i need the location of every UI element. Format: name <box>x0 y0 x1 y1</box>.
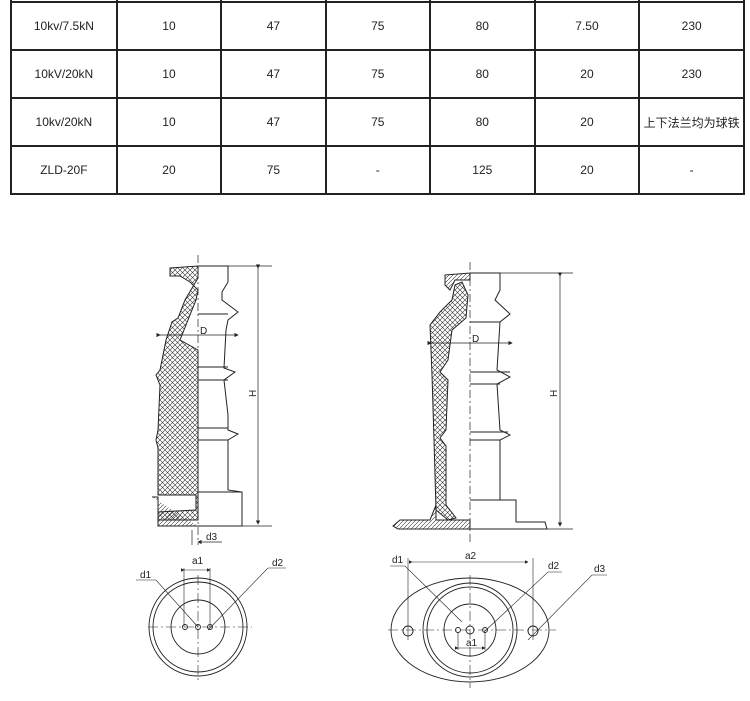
table-cell: - <box>638 145 745 195</box>
label-D-right: D <box>472 334 479 345</box>
table-cell: 230 <box>638 1 745 51</box>
table-cell: 47 <box>220 97 327 147</box>
table-cell: ZLD-20F <box>10 145 118 195</box>
table-cell: 20 <box>115 145 223 195</box>
table-cell: - <box>324 145 432 195</box>
table-cell: 80 <box>429 1 536 51</box>
table-cell: 20 <box>533 49 641 99</box>
table-cell: 47 <box>220 49 327 99</box>
table-cell: 20 <box>533 145 641 195</box>
left-insulator-bottom-view <box>136 567 286 683</box>
table-cell: 75 <box>324 1 432 51</box>
label-H-left: H <box>248 390 259 397</box>
table-cell: 10kV/20kN <box>10 49 118 99</box>
label-a1-right: a1 <box>466 638 478 649</box>
label-D-left: D <box>200 326 207 337</box>
left-insulator-side-view <box>152 255 272 545</box>
label-H-right: H <box>549 390 560 397</box>
table-cell: 20 <box>533 97 641 147</box>
table-cell: 75 <box>324 49 432 99</box>
table-cell: 10kv/20kN <box>10 97 118 147</box>
table-cell: 10 <box>115 49 223 99</box>
right-hatched-section <box>429 281 469 521</box>
table-cell: 80 <box>429 97 536 147</box>
table-cell: 7.50 <box>533 1 641 51</box>
label-a1-left: a1 <box>192 556 204 567</box>
label-d2-right: d2 <box>548 561 560 572</box>
table-cell: 125 <box>429 145 536 195</box>
table-cell: 230 <box>638 49 745 99</box>
label-d3-right: d3 <box>594 564 606 575</box>
table-cell: 10kv/7.5kN <box>10 1 118 51</box>
label-d1-right: d1 <box>392 555 404 566</box>
right-insulator-side-view <box>392 262 573 545</box>
label-a2-right: a2 <box>465 551 477 562</box>
label-d3-left: d3 <box>206 532 218 543</box>
table-cell: 10 <box>115 97 223 147</box>
table-cell: 10 <box>115 1 223 51</box>
table-cell: 75 <box>324 97 432 147</box>
left-hatched-section <box>155 265 199 521</box>
table-cell: 47 <box>220 1 327 51</box>
label-d1-left: d1 <box>140 570 152 581</box>
right-insulator-bottom-view <box>388 558 607 688</box>
table-cell: 80 <box>429 49 536 99</box>
table-cell: 75 <box>220 145 327 195</box>
label-d2-left: d2 <box>272 558 284 569</box>
table-cell: 上下法兰均为球铁 <box>638 97 745 147</box>
